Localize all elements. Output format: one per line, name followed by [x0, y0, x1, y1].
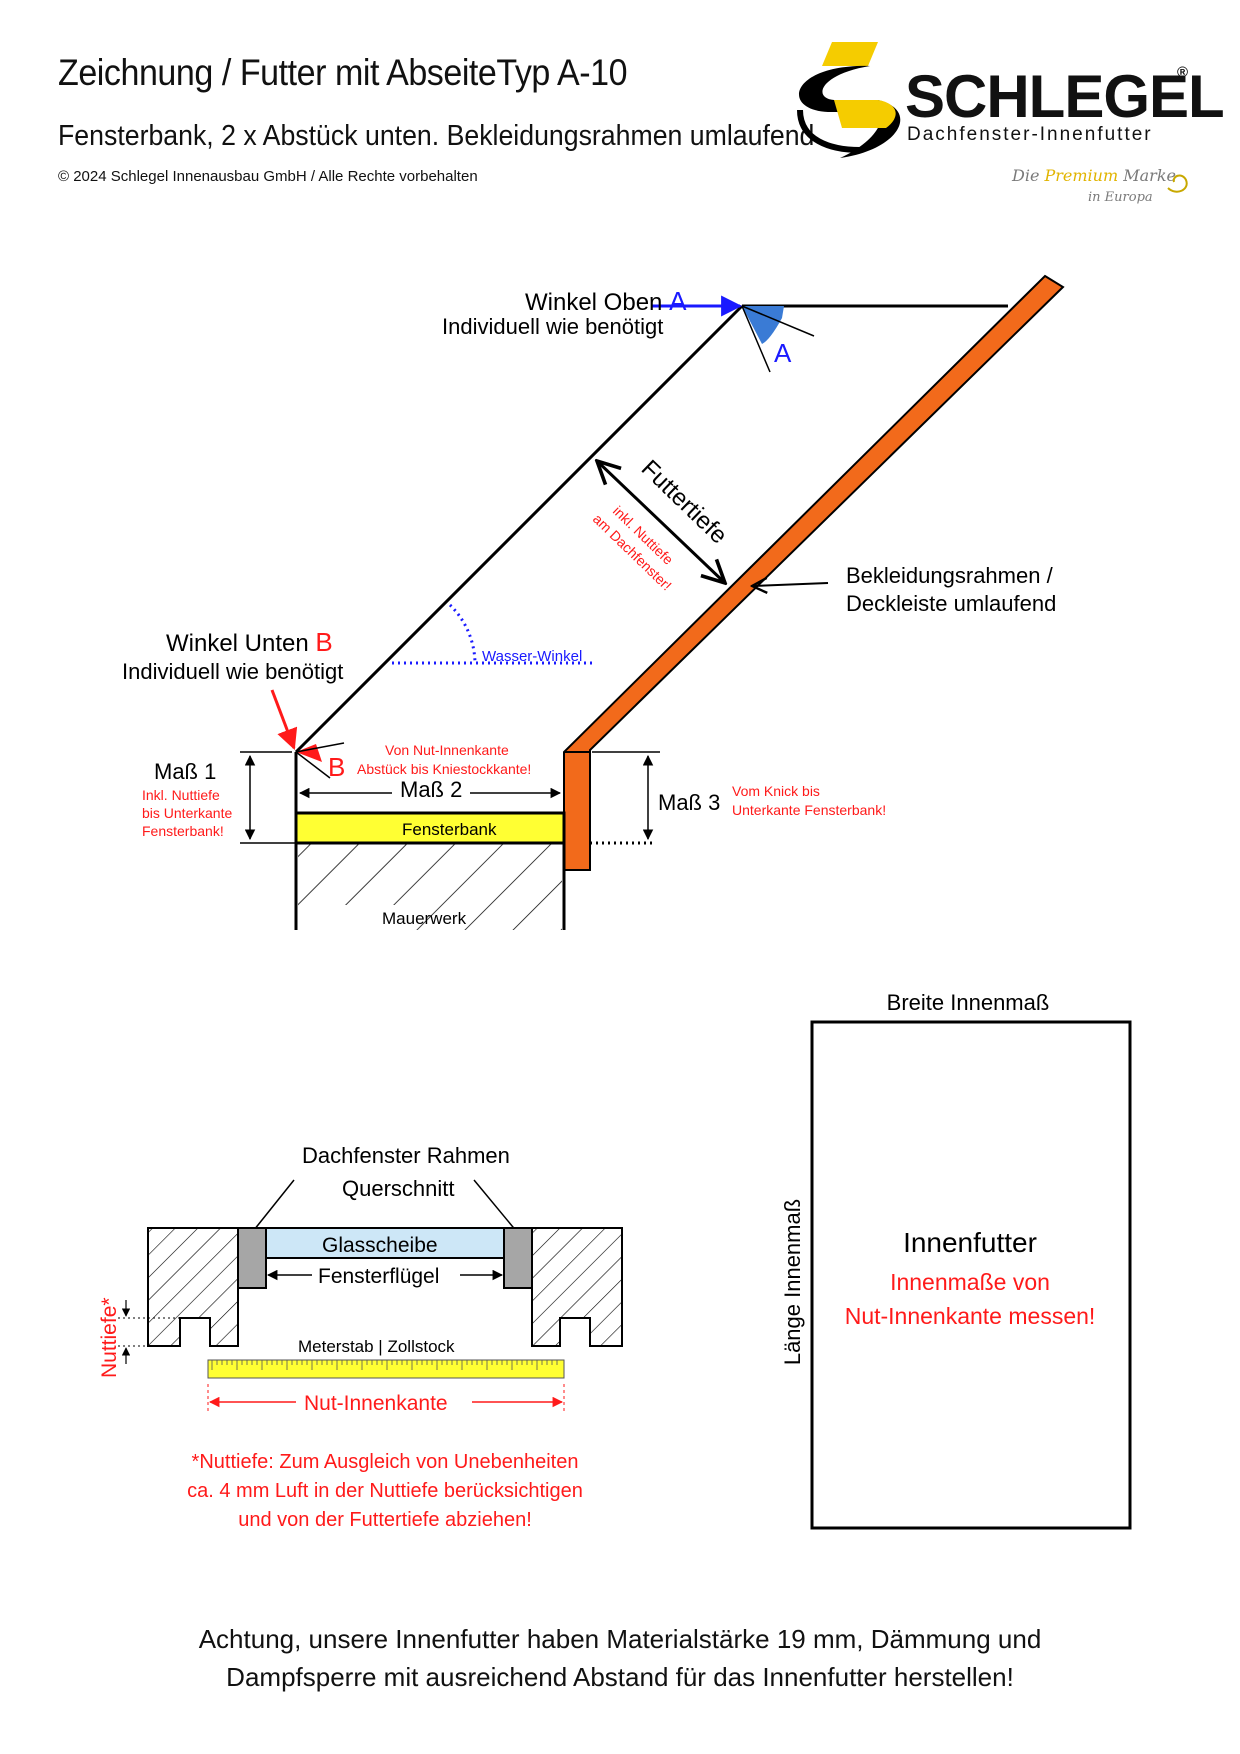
winkel-unten-note: Individuell wie benötigt	[122, 659, 343, 684]
mass1-note-1: Inkl. Nuttiefe	[142, 787, 220, 803]
page-title: Zeichnung / Futter mit AbseiteTyp A-10	[58, 52, 628, 93]
mass1-note-2: bis Unterkante	[142, 805, 232, 821]
winkel-oben-note: Individuell wie benötigt	[442, 314, 663, 339]
slogan-part-b: Marke	[1118, 166, 1176, 185]
fluegel-label: Fensterflügel	[318, 1265, 439, 1288]
right-sash	[503, 1227, 533, 1289]
breite-label: Breite Innenmaß	[887, 990, 1050, 1015]
mass3-label: Maß 3	[658, 790, 720, 815]
angle-a-wedge	[742, 306, 784, 344]
europe-swirl-icon	[1167, 174, 1188, 193]
logo-slogan: Die Premium Marke	[1012, 166, 1176, 185]
nut-innenkante-label: Nut-Innenkante	[304, 1392, 448, 1415]
innenfutter-note-1: Innenmaße von	[890, 1269, 1050, 1295]
mauerwerk-label: Mauerwerk	[382, 909, 467, 928]
footnote-2: ca. 4 mm Luft in der Nuttiefe berücksich…	[187, 1480, 583, 1502]
frame-cross-section: Dachfenster Rahmen Querschnitt Glasschei…	[98, 1143, 623, 1531]
frame-title-2: Querschnitt	[342, 1176, 455, 1201]
footer-line-1: Achtung, unsere Innenfutter haben Materi…	[198, 1624, 1042, 1654]
winkel-oben-label: Winkel Oben A	[525, 286, 687, 316]
copyright-notice: © 2024 Schlegel Innenausbau GmbH / Alle …	[58, 168, 478, 185]
angle-b-label: B	[328, 752, 345, 782]
mass1-label: Maß 1	[154, 759, 216, 784]
schlegel-logo-icon	[797, 42, 901, 158]
left-sash	[237, 1227, 267, 1289]
glass-pane	[265, 1227, 505, 1259]
fensterbank-bar	[294, 811, 566, 845]
glas-label: Glasscheibe	[322, 1234, 438, 1257]
logo-tagline: Dachfenster-Innenfutter	[907, 124, 1153, 145]
nuttiefe-label: Nuttiefe*	[98, 1297, 121, 1378]
laenge-label: Länge Innenmaß	[780, 1199, 805, 1365]
angle-a-label: A	[774, 338, 792, 368]
fensterbank-label: Fensterbank	[402, 820, 497, 839]
wasser-winkel-label: Wasser-Winkel	[482, 648, 582, 665]
meterstab-label: Meterstab | Zollstock	[298, 1337, 455, 1356]
mass2-note-2: Abstück bis Kniestockkante!	[357, 761, 531, 777]
bekleidung-label-1: Bekleidungsrahmen /	[846, 563, 1054, 588]
mass2-note-1: Von Nut-Innenkante	[385, 742, 509, 758]
logo-registered-mark: ®	[1177, 64, 1189, 81]
innenfutter-note-2: Nut-Innenkante messen!	[845, 1303, 1096, 1329]
frame-title-1: Dachfenster Rahmen	[302, 1143, 510, 1168]
logo-slogan-europe: in Europa	[1088, 190, 1153, 205]
footnote-1: *Nuttiefe: Zum Ausgleich von Unebenheite…	[192, 1451, 579, 1473]
bekleidung-label-2: Deckleiste umlaufend	[846, 591, 1056, 616]
mass2-label: Maß 2	[400, 777, 462, 802]
footer-line-2: Dampfsperre mit ausreichend Abstand für …	[226, 1662, 1014, 1692]
mass3-note-1: Vom Knick bis	[732, 783, 820, 799]
footnote-3: und von der Futtertiefe abziehen!	[238, 1509, 532, 1531]
footer-warning: Achtung, unsere Innenfutter haben Materi…	[0, 1620, 1240, 1696]
right-frame-profile	[531, 1227, 623, 1347]
innenfutter-title: Innenfutter	[903, 1227, 1037, 1258]
logo-brand-text: SCHLEGEL	[905, 63, 1225, 130]
winkel-unten-label: Winkel Unten B	[166, 627, 333, 657]
page-subtitle: Fensterbank, 2 x Abstück unten. Bekleidu…	[58, 120, 815, 152]
meterstab-ruler	[207, 1359, 565, 1379]
slogan-premium: Premium	[1044, 166, 1119, 185]
ruler-ticks	[211, 1360, 558, 1370]
left-frame-profile	[147, 1227, 239, 1347]
mass3-note-2: Unterkante Fensterbank!	[732, 802, 886, 818]
innenfutter-box: Breite Innenmaß Länge Innenmaß Innenfutt…	[780, 990, 1132, 1530]
section-view: Winkel Oben A Individuell wie benötigt A…	[122, 274, 1065, 930]
mass1-note-3: Fensterbank!	[142, 823, 224, 839]
innenfutter-rect	[810, 1020, 1132, 1530]
slogan-part-a: Die	[1012, 166, 1045, 185]
